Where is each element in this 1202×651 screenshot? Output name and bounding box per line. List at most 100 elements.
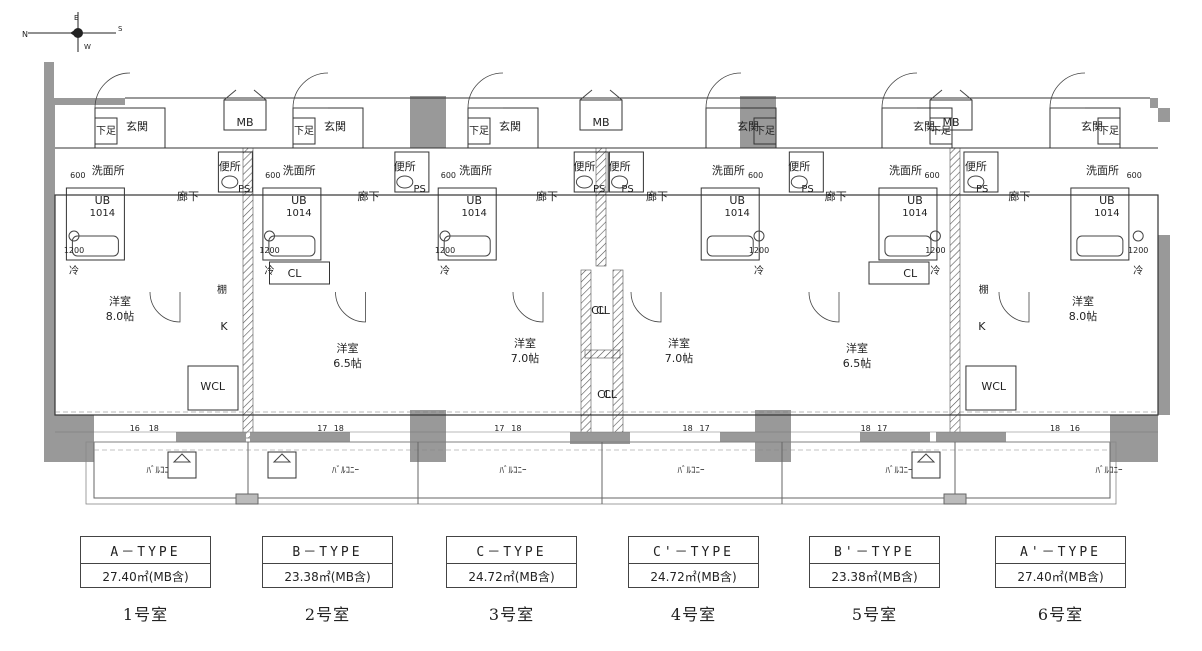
room-name: 洋室 (514, 336, 536, 350)
compass-n: N (22, 30, 28, 39)
fridge-label: 冷 (930, 264, 940, 277)
cl-label-2: CL (597, 388, 612, 401)
mb-label: MB (942, 116, 959, 129)
dim-label: 17 (317, 424, 327, 433)
w600-label: 600 (265, 171, 280, 180)
toilet-label: 便所 (609, 160, 631, 173)
room-number-3: 3号室 (488, 605, 535, 624)
ps-label: PS (414, 184, 426, 195)
dim-label: 17 (700, 424, 710, 433)
room-name: 洋室 (337, 341, 359, 355)
toilet-label: 便所 (394, 160, 416, 173)
type-area: 24.72㎡(MB含) (468, 570, 555, 584)
geta-label: 下足 (96, 125, 116, 137)
room-size: 8.0帖 (106, 310, 135, 323)
compass-w: W (84, 43, 91, 51)
genkan-label: 玄関 (324, 119, 346, 133)
geta-label: 下足 (294, 125, 314, 137)
fridge-label: 冷 (69, 264, 79, 277)
type-area: 27.40㎡(MB含) (1017, 570, 1104, 584)
toilet-label: 便所 (573, 160, 595, 173)
w600-label: 600 (70, 171, 85, 180)
w600-label: 600 (441, 171, 456, 180)
sink-label: 1200 (64, 246, 84, 255)
shelf-label: 棚 (217, 283, 227, 296)
type-label: C'－TYPE (629, 537, 758, 564)
cl-label-2: CL (603, 388, 618, 401)
ub-label: UB (466, 194, 482, 207)
room-name: 洋室 (846, 341, 868, 355)
unit-1: 玄関下足洗面所廊下便所600UB1014PS冷1200棚KWCL洋室8.0帖16… (64, 72, 253, 479)
fridge-label: 冷 (440, 264, 450, 277)
wash-label: 洗面所 (1086, 164, 1119, 177)
cl-label: CL (591, 304, 606, 317)
w600-label: 600 (924, 171, 939, 180)
type-area: 27.40㎡(MB含) (102, 570, 189, 584)
unit-6: 玄関下足洗面所廊下便所600UB1014PS冷1200棚KWCL洋室8.0帖16… (963, 72, 1148, 476)
ubsize-label: 1014 (724, 208, 749, 219)
fridge-label: 冷 (1133, 264, 1143, 277)
dim-label: 16 (130, 424, 140, 433)
compass-e: E (74, 14, 78, 22)
balcony-label: ﾊﾞﾙｺﾆｰ (332, 465, 360, 476)
balcony-label: ﾊﾞﾙｺﾆｰ (1095, 465, 1123, 476)
balcony-label: ﾊﾞﾙｺﾆｰ (885, 465, 913, 476)
balcony-label: ﾊﾞﾙｺﾆｰ (146, 465, 174, 476)
ub-label: UB (95, 194, 111, 207)
genkan-label: 玄関 (499, 119, 521, 133)
wash-label: 洗面所 (889, 164, 922, 177)
mb-label: MB (592, 116, 609, 129)
type-area: 23.38㎡(MB含) (284, 570, 371, 584)
type-label: B'－TYPE (810, 537, 939, 564)
balcony-label: ﾊﾞﾙｺﾆｰ (499, 465, 527, 476)
geta-label: 下足 (755, 125, 775, 137)
dim2-label: 18 (334, 424, 344, 433)
room-number-5: 5号室 (851, 605, 898, 624)
balcony-label: ﾊﾞﾙｺﾆｰ (677, 465, 705, 476)
type-label: A'－TYPE (996, 537, 1125, 564)
sink-label: 1200 (925, 246, 945, 255)
ub-label: UB (1099, 194, 1115, 207)
fridge-label: 冷 (754, 264, 764, 277)
room-number-4: 4号室 (670, 605, 717, 624)
kitchen-label: K (978, 320, 986, 333)
corridor-label: 廊下 (646, 189, 668, 203)
ubsize-label: 1014 (286, 208, 311, 219)
corridor-label: 廊下 (536, 189, 558, 203)
w600-label: 600 (748, 171, 763, 180)
sink-label: 1200 (749, 246, 769, 255)
corridor-label: 廊下 (177, 189, 199, 203)
dim2-label: 18 (149, 424, 159, 433)
unit-2: 玄関下足洗面所廊下便所600UB1014PS冷1200CL洋室6.5帖1718ﾊ… (259, 72, 430, 479)
dim-label: 17 (877, 424, 887, 433)
room-size: 7.0帖 (665, 352, 694, 365)
compass-icon: N E S W (22, 12, 123, 52)
wash-label: 洗面所 (92, 164, 125, 177)
mb-box: MB (579, 89, 623, 131)
dim2-label: 18 (1050, 424, 1060, 433)
room-size: 6.5帖 (843, 357, 872, 370)
type-box-6: A'－TYPE 27.40㎡(MB含) (995, 536, 1126, 588)
unit-4: 玄関下足洗面所廊下便所600UB1014PS冷1200CLCL洋室7.0帖171… (596, 72, 777, 476)
sink-label: 1200 (1128, 246, 1148, 255)
dim2-label: 18 (683, 424, 693, 433)
mb-box: MB (929, 89, 973, 131)
room-size: 6.5帖 (333, 357, 362, 370)
toilet-label: 便所 (965, 160, 987, 173)
ub-label: UB (907, 194, 923, 207)
wash-label: 洗面所 (712, 164, 745, 177)
dim-label: 17 (494, 424, 504, 433)
ps-label: PS (801, 184, 813, 195)
cl-label: CL (288, 267, 303, 280)
ubsize-label: 1014 (461, 208, 486, 219)
kitchen-label: K (220, 320, 228, 333)
cl-label: WCL (200, 380, 226, 393)
ps-label: PS (976, 184, 988, 195)
ubsize-label: 1014 (90, 208, 115, 219)
